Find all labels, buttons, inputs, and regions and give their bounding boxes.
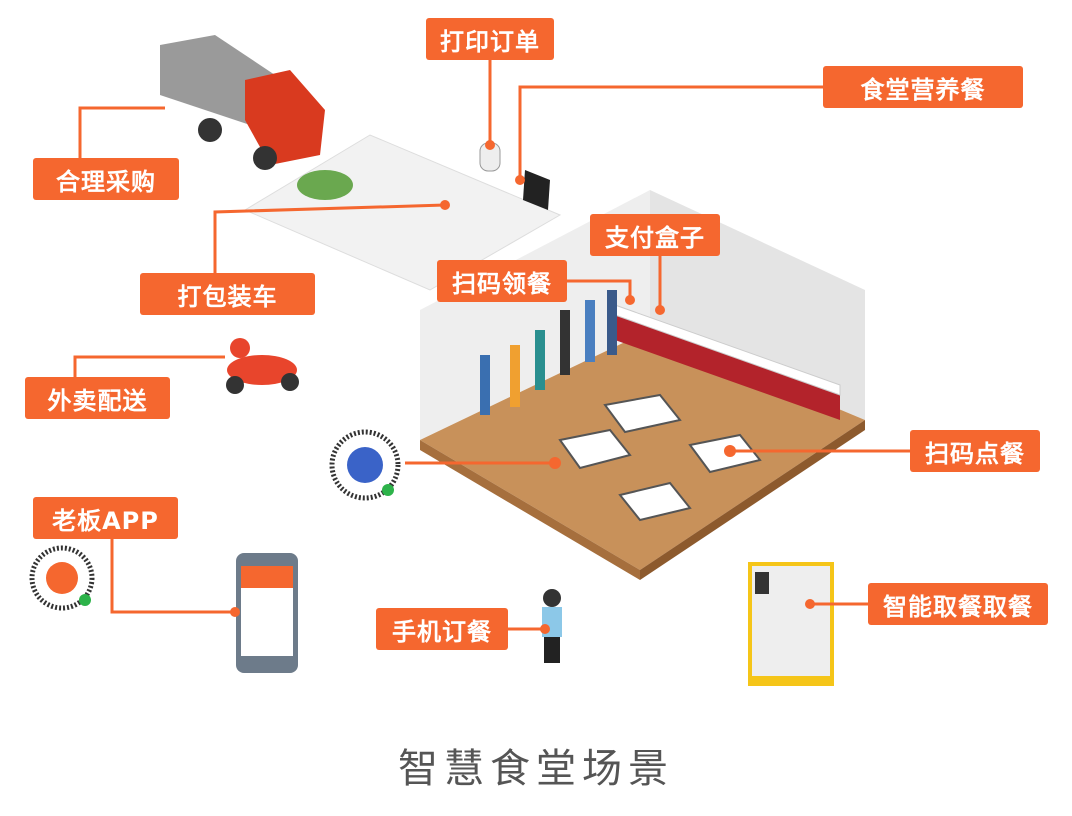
label-print-order: 打印订单 [426,18,554,60]
smart-locker-illustration [748,562,834,686]
label-pay-box: 支付盒子 [590,214,720,256]
label-nutrition-meal: 食堂营养餐 [823,66,1023,108]
truck-illustration [160,35,325,170]
label-smart-locker: 智能取餐取餐 [868,583,1048,625]
label-scan-pickup: 扫码领餐 [437,260,567,302]
label-scan-order: 扫码点餐 [910,430,1040,472]
page-title: 智慧食堂场景 [398,746,674,792]
scooter-illustration [226,338,299,394]
connector-lines [73,60,910,631]
label-purchase: 合理采购 [33,158,179,200]
phone-illustration [236,553,298,673]
monitor-icon [523,170,550,210]
vegetables-illustration [297,170,353,200]
connector-dots [230,140,815,634]
room-floor [420,330,865,570]
label-delivery: 外卖配送 [25,377,170,419]
counter [615,315,840,420]
mini-program-qr-code [329,429,401,501]
queue-people [480,290,617,415]
label-mobile-order: 手机订餐 [376,608,508,650]
dining-tables [558,393,762,522]
label-boss-app: 老板APP [33,497,178,539]
boss-app-qr-code [29,545,95,611]
label-pack-load: 打包装车 [140,273,315,315]
